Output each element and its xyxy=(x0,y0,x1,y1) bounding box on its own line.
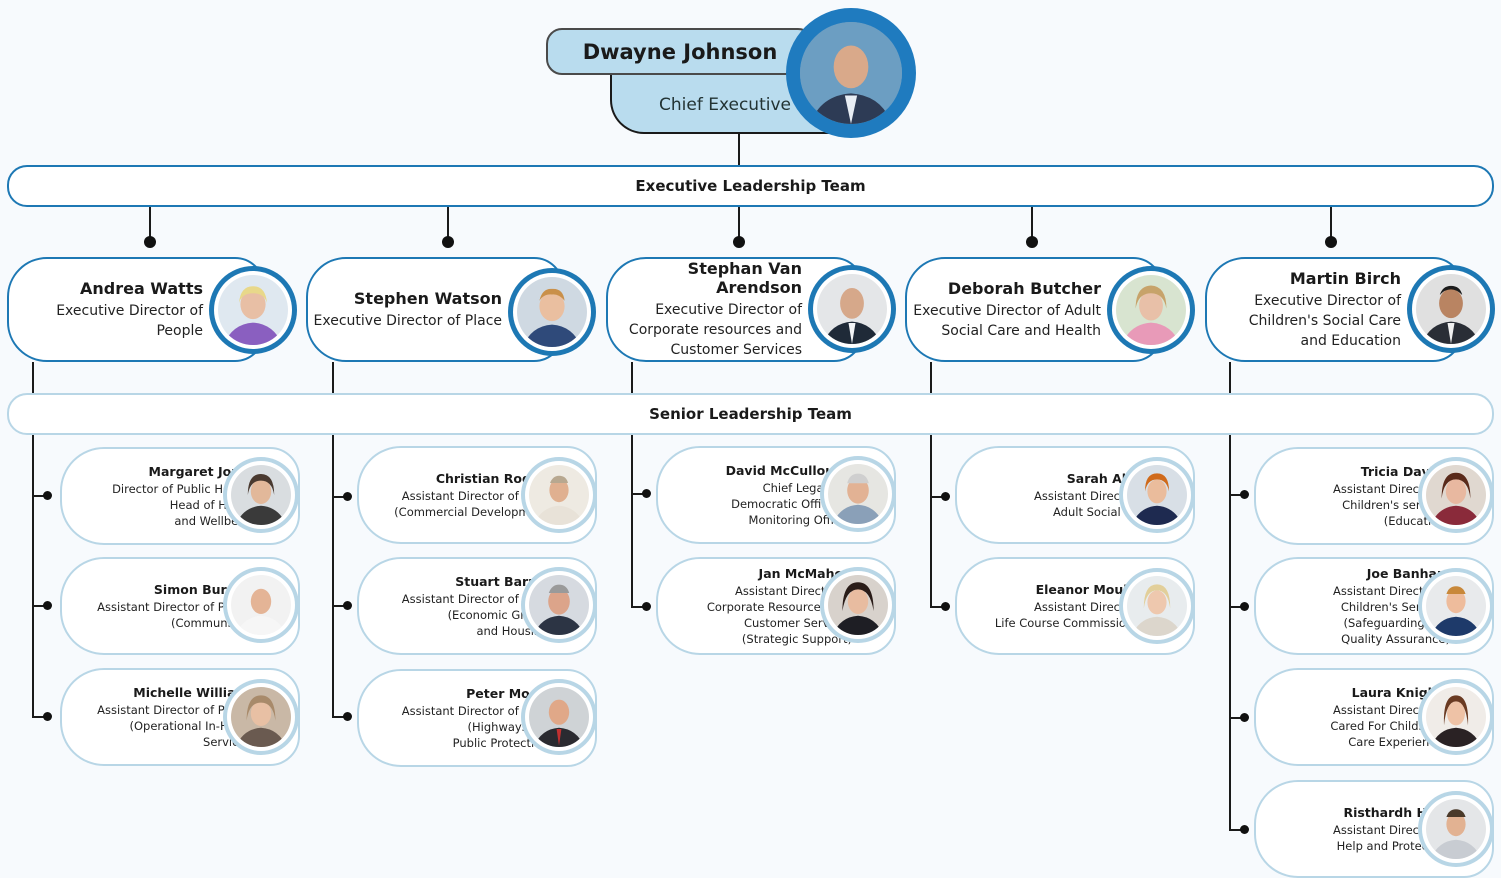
ceo-role: Chief Executive xyxy=(659,95,791,115)
exec-card: Martin Birch Executive Director of Child… xyxy=(1205,257,1463,362)
senior-name: Joe Banham xyxy=(1366,565,1450,581)
senior-role-line: Assistant Director of Place xyxy=(401,488,553,503)
senior-photo xyxy=(1418,568,1494,644)
senior-portrait xyxy=(1426,576,1486,636)
senior-role-line: Life Course Commissioning xyxy=(994,615,1151,630)
senior-photo xyxy=(1418,791,1494,867)
senior-name: Jan McMahon xyxy=(758,565,852,581)
senior-portrait xyxy=(1426,799,1486,859)
exec-name: Martin Birch xyxy=(1289,268,1401,288)
senior-photo xyxy=(223,679,299,755)
exec-role-line: Social Care and Health xyxy=(941,322,1101,339)
senior-role-line: (Strategic Support) xyxy=(741,631,852,646)
senior-photo xyxy=(820,456,896,532)
exec-role-line: Executive Director of xyxy=(655,302,802,318)
senior-photo xyxy=(521,457,597,533)
senior-portrait xyxy=(828,464,888,524)
senior-portrait xyxy=(1426,687,1486,747)
senior-portrait xyxy=(231,465,291,525)
senior-portrait xyxy=(828,575,888,635)
exec-role-line: Corporate resources and xyxy=(628,322,802,338)
exec-role-line: Customer Services xyxy=(670,342,803,358)
senior-portrait xyxy=(231,575,291,635)
senior-portrait xyxy=(231,687,291,747)
ceo-photo xyxy=(786,8,916,138)
exec-portrait xyxy=(1116,275,1186,345)
exec-photo xyxy=(209,266,297,354)
ceo-name-box: Dwayne Johnson xyxy=(546,28,814,75)
senior-role-line: Assistant Director of Place xyxy=(401,591,553,606)
senior-team-label: Senior Leadership Team xyxy=(649,405,852,423)
senior-photo xyxy=(223,457,299,533)
senior-photo xyxy=(1418,679,1494,755)
senior-photo xyxy=(521,567,597,643)
exec-name: Stephan Van Arendson xyxy=(687,259,802,297)
exec-photo xyxy=(1107,266,1195,354)
exec-portrait xyxy=(1416,274,1486,344)
senior-photo xyxy=(1119,568,1195,644)
ceo-portrait xyxy=(800,22,902,124)
senior-role-line: Assistant Director of People xyxy=(97,599,256,614)
senior-role-line: Director of Public Health/ xyxy=(112,481,256,496)
exec-photo xyxy=(808,265,896,353)
exec-portrait xyxy=(517,277,587,347)
ceo-name: Dwayne Johnson xyxy=(582,39,778,64)
exec-role-line: and Education xyxy=(1300,332,1402,349)
senior-photo xyxy=(1418,457,1494,533)
executive-team-label: Executive Leadership Team xyxy=(635,177,866,195)
exec-role-line: Executive Director of xyxy=(1254,292,1401,309)
senior-portrait xyxy=(1127,576,1187,636)
exec-name: Stephen Watson xyxy=(353,288,502,308)
senior-photo xyxy=(223,567,299,643)
senior-role-line: (Commercial Development) xyxy=(394,504,553,519)
exec-portrait xyxy=(218,275,288,345)
senior-name: Michelle Williams xyxy=(133,684,256,700)
senior-photo xyxy=(1119,457,1195,533)
exec-role-line: Children's Social Care xyxy=(1248,312,1401,329)
senior-portrait xyxy=(529,465,589,525)
senior-role-line: Assistant Director of People xyxy=(97,702,256,717)
exec-role-line: Executive Director of Place xyxy=(313,312,502,329)
senior-portrait xyxy=(1127,465,1187,525)
exec-role-line: Executive Director of People xyxy=(56,302,203,339)
exec-photo xyxy=(1407,265,1495,353)
senior-portrait xyxy=(529,687,589,747)
exec-role-line: Executive Director of Adult xyxy=(913,302,1101,319)
senior-photo xyxy=(820,567,896,643)
exec-name: Deborah Butcher xyxy=(947,278,1101,298)
senior-leadership-team-bar: Senior Leadership Team xyxy=(7,393,1494,435)
executive-leadership-team-bar: Executive Leadership Team xyxy=(7,165,1494,207)
senior-portrait xyxy=(529,575,589,635)
senior-photo xyxy=(521,679,597,755)
senior-role-line: Quality Assurance) xyxy=(1341,631,1450,646)
senior-role-line: Corporate Resources and xyxy=(706,599,852,614)
senior-portrait xyxy=(1426,465,1486,525)
exec-portrait xyxy=(817,274,887,344)
senior-role-line: Assistant Director of Place xyxy=(401,703,553,718)
exec-card: Deborah Butcher Executive Director of Ad… xyxy=(905,257,1163,362)
senior-name: David McCullough xyxy=(725,462,852,478)
exec-name: Andrea Watts xyxy=(79,278,203,298)
exec-photo xyxy=(508,268,596,356)
